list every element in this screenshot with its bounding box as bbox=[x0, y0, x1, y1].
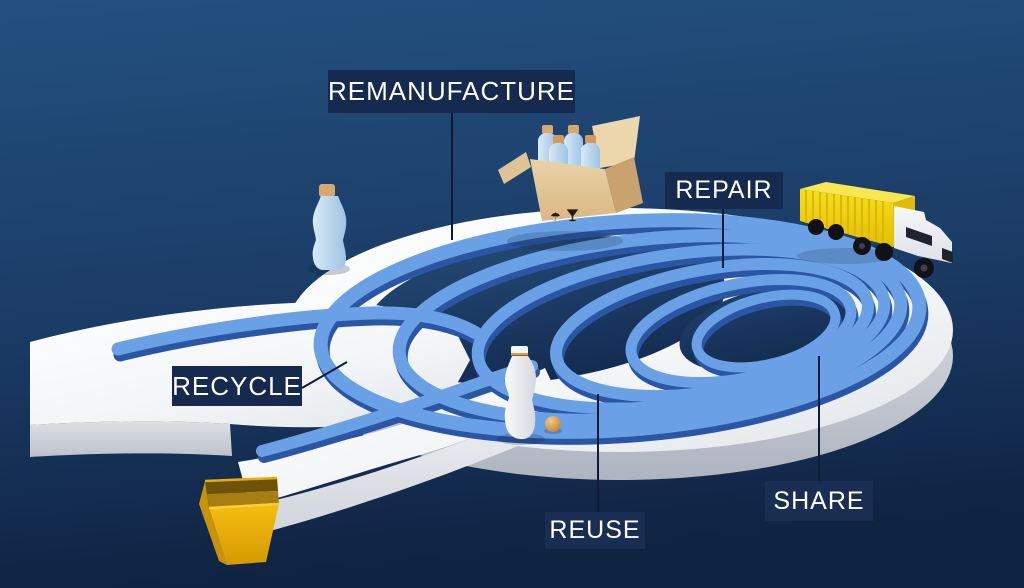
recycle-lane-stripe bbox=[111, 306, 483, 356]
bin-left-side bbox=[199, 481, 227, 565]
connector-recycle bbox=[301, 361, 348, 389]
label-share: SHARE bbox=[765, 481, 873, 521]
bottle-body bbox=[504, 356, 536, 440]
empty-bottle-with-dropped-cap bbox=[497, 346, 562, 445]
lane-arcs bbox=[111, 213, 927, 457]
label-recycle: RECYCLE bbox=[172, 366, 302, 406]
bin-rim-highlight bbox=[208, 502, 280, 510]
box-front-face bbox=[530, 159, 616, 221]
truck-container-top bbox=[800, 182, 915, 203]
bin-inner-back bbox=[205, 478, 278, 494]
plastic-bottle bbox=[308, 184, 350, 275]
yellow-collection-bin bbox=[199, 476, 280, 565]
dropped-cap bbox=[545, 416, 561, 432]
truck-windshield bbox=[906, 227, 932, 246]
connector-lines bbox=[301, 112, 820, 513]
truck-grille bbox=[942, 248, 953, 263]
lane-arc bbox=[313, 213, 927, 439]
bin-front-face bbox=[209, 504, 279, 565]
bottle-cap bbox=[319, 184, 335, 197]
bottle-body bbox=[312, 196, 347, 270]
truck-wheels bbox=[808, 219, 934, 278]
umbrella-icon: ☂ bbox=[550, 210, 561, 224]
truck-container-ribs bbox=[805, 190, 884, 244]
cargo-truck bbox=[797, 182, 953, 278]
box-flap-right bbox=[592, 116, 640, 168]
label-repair: REPAIR bbox=[665, 172, 783, 209]
lane-arc bbox=[392, 229, 908, 427]
lane-arc bbox=[625, 273, 857, 389]
box-shadow bbox=[507, 231, 623, 251]
lane-arc bbox=[471, 243, 891, 415]
label-reuse: REUSE bbox=[545, 512, 645, 549]
bin-inner-front bbox=[207, 491, 279, 508]
box-right-face bbox=[605, 157, 643, 213]
packed-box-of-bottles: ☂ bbox=[498, 116, 643, 251]
bin-back-rim bbox=[204, 476, 278, 483]
fragile-icon bbox=[566, 209, 579, 222]
track-top-surface bbox=[238, 368, 560, 506]
truck-shadow bbox=[797, 248, 893, 264]
track-side-face bbox=[30, 421, 232, 457]
box-flap-left bbox=[498, 152, 531, 184]
lane-arc bbox=[691, 289, 841, 373]
label-remanufacture: REMANUFACTURE bbox=[328, 70, 575, 113]
bottle-neck bbox=[511, 346, 528, 355]
lane-arc bbox=[550, 257, 874, 403]
bottle-neck-ring bbox=[511, 353, 528, 356]
